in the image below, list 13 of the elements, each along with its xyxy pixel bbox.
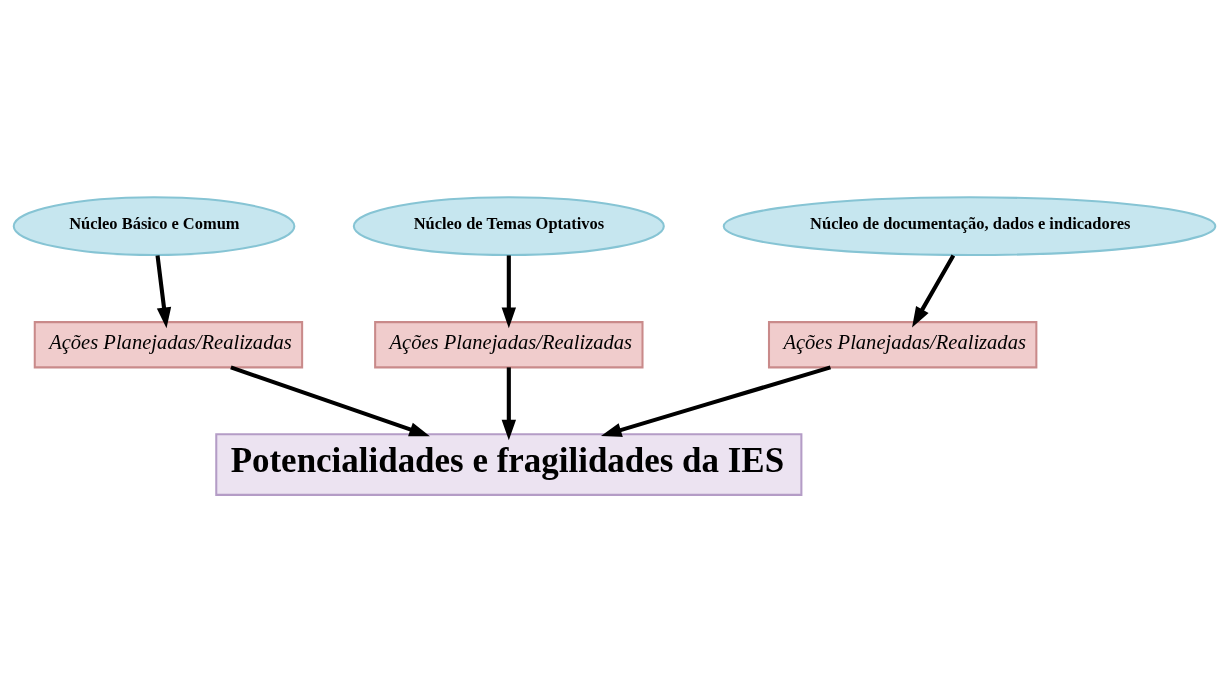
node-box: Ações Planejadas/Realizadas xyxy=(374,321,644,369)
node-ellipse: Núcleo de Temas Optativos xyxy=(352,196,665,257)
node-box: Potencialidades e fragilidades da IES xyxy=(215,433,803,496)
node-ellipse: Núcleo Básico e Comum xyxy=(12,196,296,257)
node-ellipse: Núcleo de documentação, dados e indicadores xyxy=(722,196,1217,257)
node-box: Ações Planejadas/Realizadas xyxy=(33,321,304,369)
arrow xyxy=(501,255,517,329)
arrow xyxy=(600,365,832,437)
arrow xyxy=(912,254,956,328)
arrow xyxy=(501,367,517,441)
node-box: Ações Planejadas/Realizadas xyxy=(767,321,1038,369)
arrow xyxy=(155,255,172,329)
arrow xyxy=(230,365,430,437)
